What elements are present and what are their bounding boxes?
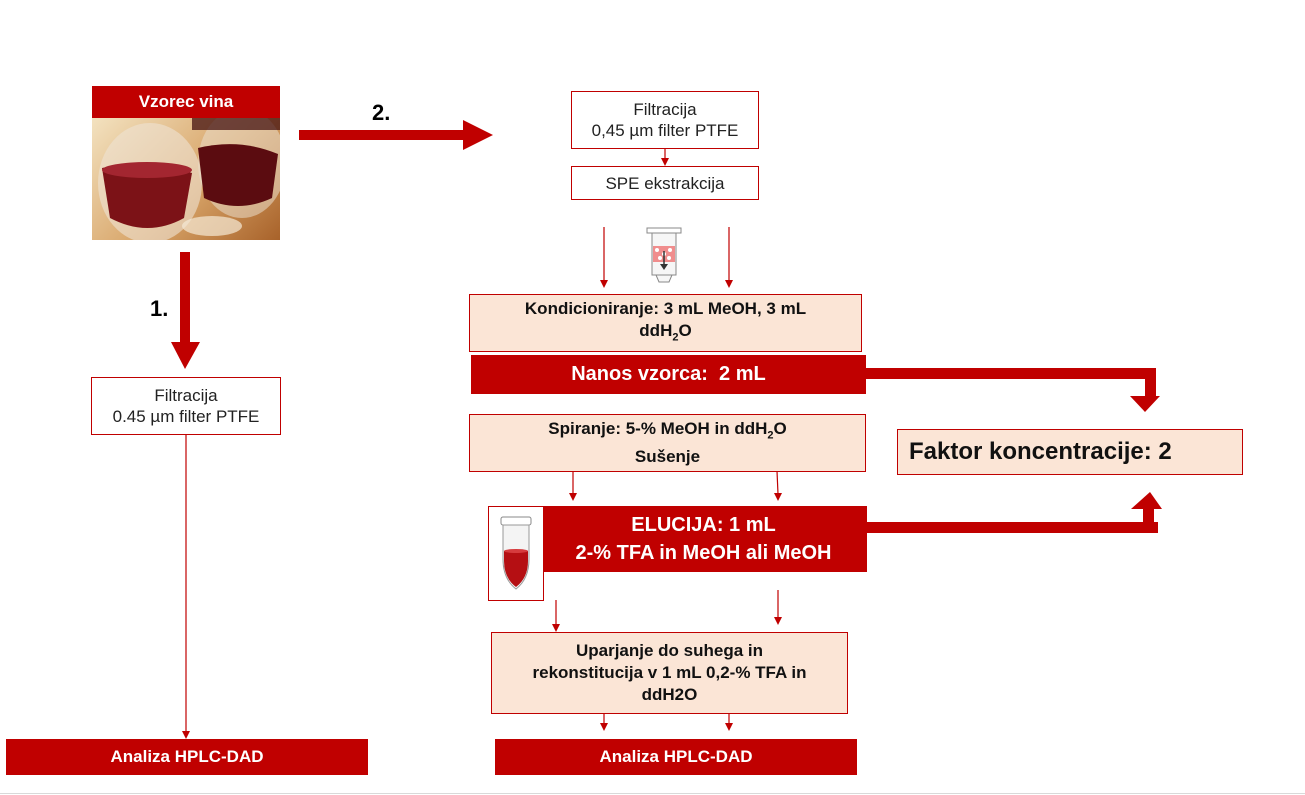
path1-filtration-box: Filtracija 0.45 µm filter PTFE bbox=[91, 377, 281, 435]
arrow-path2-right bbox=[299, 120, 493, 150]
rinse-line1: Spiranje: 5-% MeOH in ddH2O bbox=[548, 418, 787, 442]
elution-line2: 2-% TFA in MeOH ali MeOH bbox=[575, 542, 832, 564]
arrow-elution-to-factor bbox=[866, 492, 1162, 533]
elution-line1: ELUCIJA: 1 mL bbox=[631, 514, 776, 536]
elution-box: ELUCIJA: 1 mL 2-% TFA in MeOH ali MeOH bbox=[540, 506, 867, 572]
thin-arrows-spe-to-conditioning bbox=[600, 227, 733, 288]
eppendorf-tube-icon bbox=[488, 506, 544, 601]
concentration-factor-box: Faktor koncentracije: 2 bbox=[897, 429, 1243, 475]
path1-filtration-line2: 0.45 µm filter PTFE bbox=[112, 407, 260, 426]
spe-cartridge-icon bbox=[646, 227, 682, 283]
wine-glasses-photo bbox=[92, 118, 280, 240]
path1-filtration-line1: Filtracija bbox=[154, 386, 218, 405]
sample-title-label: Vzorec vina bbox=[138, 92, 234, 111]
spe-label: SPE ekstrakcija bbox=[605, 173, 725, 193]
concentration-factor-label: Faktor koncentracije: 2 bbox=[909, 438, 1172, 465]
loading-label: Nanos vzorca: 2 mL bbox=[571, 363, 766, 385]
path2-filtration-line2: 0,45 µm filter PTFE bbox=[591, 121, 739, 140]
path2-label: 2. bbox=[372, 100, 391, 125]
evaporation-line2: rekonstitucija v 1 mL 0,2-% TFA in bbox=[532, 663, 807, 682]
evaporation-line1: Uparjanje do suhega in bbox=[575, 641, 764, 660]
arrow-path1-down bbox=[171, 252, 200, 369]
bottom-divider bbox=[0, 793, 1305, 794]
conditioning-box: Kondicioniranje: 3 mL MeOH, 3 mL ddH2O bbox=[469, 294, 862, 352]
thin-arrow-filtration-to-analysis bbox=[182, 435, 190, 739]
thin-arrows-elution-to-evaporation bbox=[552, 590, 782, 632]
rinse-line2: Sušenje bbox=[634, 447, 701, 467]
path2-filtration-line1: Filtracija bbox=[633, 100, 697, 119]
path2-analysis-label: Analiza HPLC-DAD bbox=[599, 747, 753, 766]
loading-box: Nanos vzorca: 2 mL bbox=[471, 355, 866, 394]
conditioning-line1: Kondicioniranje: 3 mL MeOH, 3 mL bbox=[524, 298, 807, 318]
conditioning-line2: ddH2O bbox=[639, 320, 692, 344]
path1-analysis-box: Analiza HPLC-DAD bbox=[6, 739, 368, 775]
thin-arrows-rinse-to-elution bbox=[569, 470, 782, 501]
path1-label: 1. bbox=[150, 296, 169, 321]
spe-box: SPE ekstrakcija bbox=[571, 166, 759, 200]
thin-arrow-filtration-to-spe bbox=[661, 149, 669, 166]
path1-analysis-label: Analiza HPLC-DAD bbox=[110, 747, 264, 766]
rinse-box: Spiranje: 5-% MeOH in ddH2O Sušenje bbox=[469, 414, 866, 472]
sample-title: Vzorec vina bbox=[92, 86, 280, 118]
path2-analysis-box: Analiza HPLC-DAD bbox=[495, 739, 857, 775]
thin-arrows-evaporation-to-analysis bbox=[600, 714, 733, 731]
arrow-loading-to-factor bbox=[866, 368, 1160, 412]
evaporation-box: Uparjanje do suhega in rekonstitucija v … bbox=[491, 632, 848, 714]
evaporation-line3: ddH2O bbox=[641, 685, 698, 704]
path2-filtration-box: Filtracija 0,45 µm filter PTFE bbox=[571, 91, 759, 149]
